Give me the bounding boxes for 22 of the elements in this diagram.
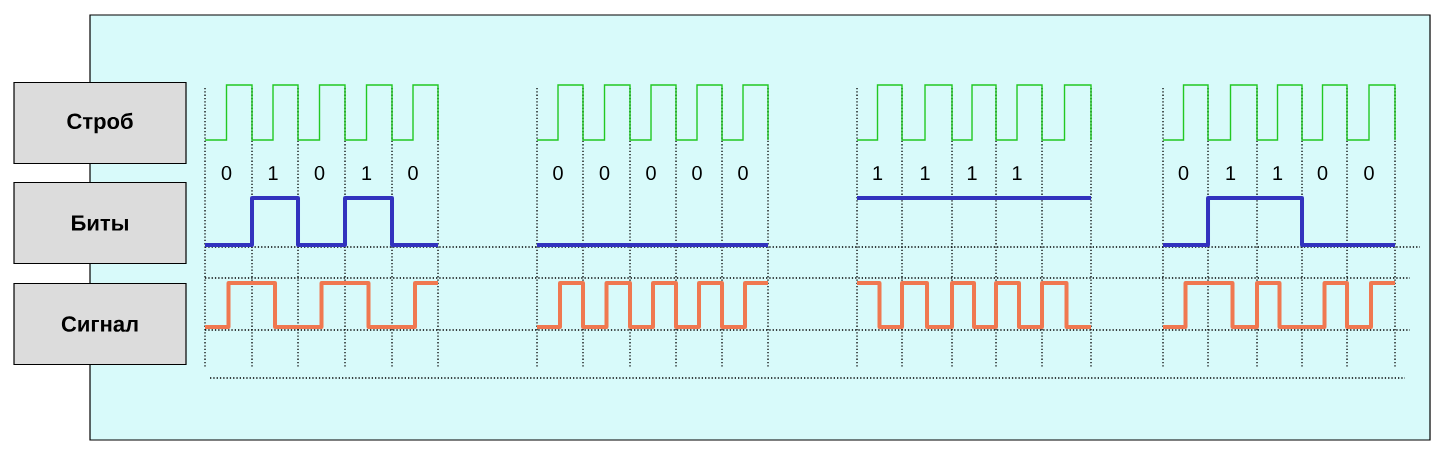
bit-value: 1 — [1273, 166, 1283, 180]
row-label-box: Строб — [13, 81, 187, 165]
bit-value: 0 — [646, 165, 656, 181]
bit-value: 1 — [268, 166, 278, 180]
bit-value: 0 — [738, 165, 748, 181]
bit-value: 1 — [920, 166, 930, 180]
bit-value: 0 — [1317, 165, 1328, 181]
bit-value: 1 — [873, 166, 883, 180]
bit-value: 0 — [1364, 165, 1374, 181]
bit-value: 0 — [314, 165, 325, 181]
row-label-box: Сигнал — [13, 282, 187, 366]
bit-value: 1 — [362, 166, 372, 180]
bit-value: 1 — [1226, 166, 1236, 180]
bit-value: 1 — [1012, 166, 1022, 180]
bit-value: 0 — [553, 165, 563, 181]
bit-value: 0 — [1178, 165, 1189, 181]
bit-value: 0 — [408, 165, 418, 181]
bit-value: 0 — [692, 165, 702, 181]
bit-value: 0 — [599, 165, 610, 181]
row-label-box: Биты — [13, 181, 187, 265]
bit-value: 1 — [967, 166, 977, 180]
bit-value: 0 — [221, 165, 232, 181]
